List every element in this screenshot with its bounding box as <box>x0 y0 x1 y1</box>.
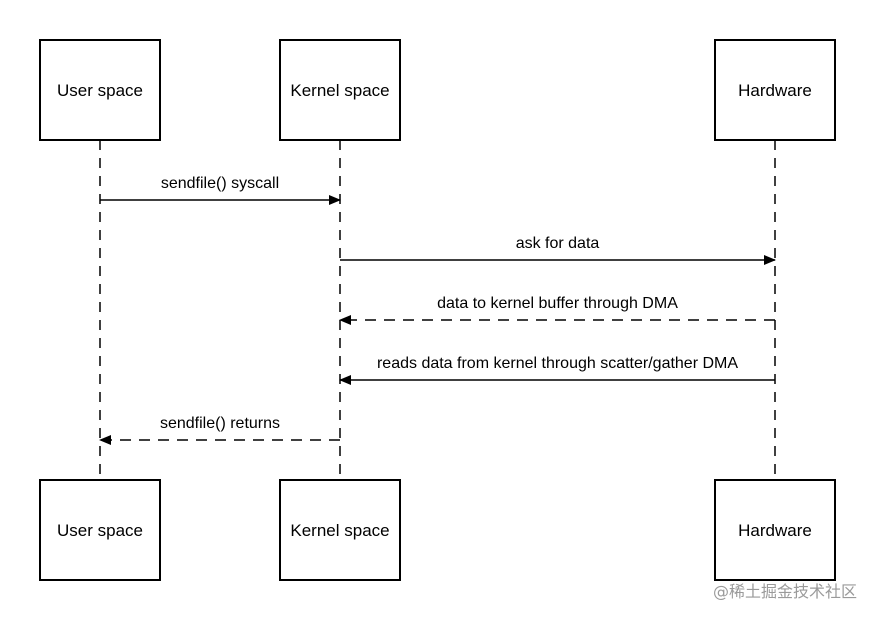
participant-box <box>39 39 161 141</box>
participant-user-top: User space <box>39 39 161 141</box>
participant-box <box>279 479 401 581</box>
participant-label: Kernel space <box>290 81 389 100</box>
participant-label: Hardware <box>738 521 812 540</box>
participant-hardware-bottom: Hardware <box>714 479 836 581</box>
message-5: sendfile() returns <box>99 415 340 445</box>
participant-kernel-top: Kernel space <box>279 39 401 141</box>
message-label: data to kernel buffer through DMA <box>437 295 678 312</box>
participant-hardware-top: Hardware <box>714 39 836 141</box>
participant-box <box>39 479 161 581</box>
participant-label: User space <box>57 521 143 540</box>
participant-label: User space <box>57 81 143 100</box>
participant-box <box>714 479 836 581</box>
message-label: reads data from kernel through scatter/g… <box>377 355 738 372</box>
participant-box <box>714 39 836 141</box>
message-1: sendfile() syscall <box>100 175 341 205</box>
message-label: sendfile() returns <box>160 415 280 432</box>
message-label: sendfile() syscall <box>161 175 279 192</box>
watermark: @稀土掘金技术社区 <box>712 582 857 601</box>
message-label: ask for data <box>516 235 600 252</box>
participant-box <box>279 39 401 141</box>
participant-label: Kernel space <box>290 521 389 540</box>
messages: sendfile() syscall ask for data data to ke… <box>99 175 776 445</box>
message-3: data to kernel buffer through DMA <box>339 295 775 325</box>
message-4: reads data from kernel through scatter/g… <box>339 355 775 385</box>
message-2: ask for data <box>340 235 776 265</box>
participant-kernel-bottom: Kernel space <box>279 479 401 581</box>
participant-user-bottom: User space <box>39 479 161 581</box>
participant-label: Hardware <box>738 81 812 100</box>
